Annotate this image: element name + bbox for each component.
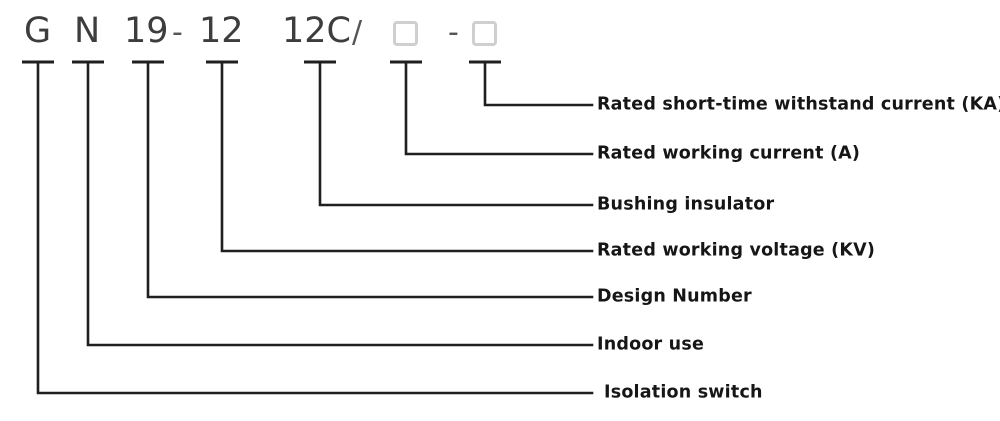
leader-line-3	[304, 60, 594, 207]
callout-label: Isolation switch	[604, 382, 763, 403]
leader-line-1	[469, 60, 594, 107]
leader-elbow-path	[220, 60, 594, 253]
code-separator: /	[352, 15, 363, 50]
code-placeholder-box	[393, 21, 418, 46]
leader-line-7	[22, 60, 594, 395]
callout-label: Rated working voltage (KV)	[597, 240, 876, 261]
code-token-12C: 12C	[282, 11, 351, 51]
leader-elbow-path	[483, 60, 594, 107]
leader-elbow-path	[404, 60, 594, 156]
callout-label: Rated working current (A)	[597, 143, 861, 164]
leader-elbow-path	[318, 60, 594, 207]
code-placeholder-box	[472, 21, 497, 46]
callout-label: Rated short-time withstand current (KA)	[597, 94, 1000, 115]
callout-label: Bushing insulator	[597, 194, 775, 215]
callout-label: Indoor use	[597, 334, 705, 355]
callout-label: Design Number	[597, 286, 752, 307]
leader-elbow-path	[36, 60, 594, 395]
code-token-G: G	[24, 11, 52, 51]
code-token-N: N	[74, 11, 101, 51]
leader-line-5	[132, 60, 594, 299]
leader-line-4	[206, 60, 594, 253]
code-separator: -	[172, 15, 183, 50]
leader-elbow-path	[146, 60, 594, 299]
code-token-12: 12	[199, 11, 244, 51]
code-token-19: 19	[124, 11, 169, 51]
code-separator: -	[448, 15, 459, 50]
leader-line-6	[72, 60, 594, 347]
leader-line-2	[390, 60, 594, 156]
leader-elbow-path	[86, 60, 594, 347]
